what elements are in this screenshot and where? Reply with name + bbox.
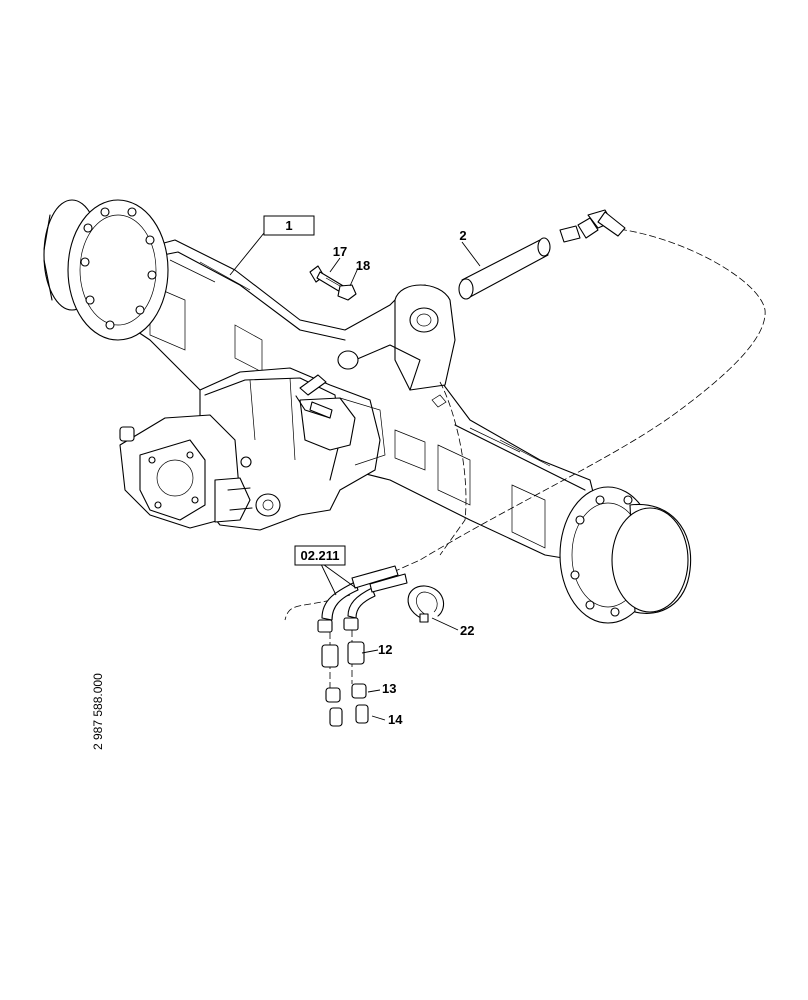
leader-lines	[229, 232, 481, 721]
hose-assembly	[317, 565, 408, 633]
left-wheel-hub	[43, 199, 169, 341]
fitting-set	[321, 630, 369, 727]
callout-1: 1	[263, 215, 315, 236]
hydraulic-motor	[119, 414, 253, 529]
callout-17: 17	[333, 244, 347, 259]
reference-box: 02.211	[294, 545, 346, 566]
callout-2: 2	[459, 228, 466, 243]
svg-text:1: 1	[285, 218, 292, 233]
callout-12: 12	[378, 642, 392, 657]
bolt-and-nut	[309, 265, 357, 301]
elbow-fitting	[559, 209, 626, 243]
hydraulic-fitting-assembly	[295, 374, 333, 419]
right-wheel-hub	[559, 486, 692, 624]
svg-text:02.211: 02.211	[300, 548, 339, 563]
drawing-number: 2 987 588.000	[91, 673, 105, 750]
callout-22: 22	[460, 623, 474, 638]
callout-14: 14	[388, 712, 403, 727]
snap-ring	[407, 585, 445, 623]
callout-18: 18	[356, 258, 370, 273]
callout-13: 13	[382, 681, 396, 696]
pin	[458, 237, 551, 300]
